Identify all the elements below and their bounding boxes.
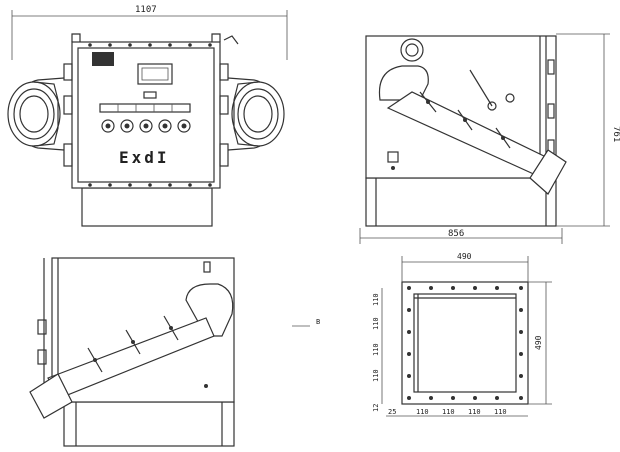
front-nameplate: [92, 52, 114, 66]
plan-outer-frame: [401, 281, 529, 405]
front-base-stand: [81, 187, 213, 227]
side-lever: [469, 69, 493, 107]
side-top-fitting: [400, 38, 424, 62]
front-exd-marking: ExdI: [119, 148, 170, 167]
view-marker-label: B: [316, 318, 320, 326]
front-view: 1107 ExdI: [7, 5, 288, 227]
plan-bottom-spacing-5: 110: [494, 408, 507, 416]
plan-bottom-spacing-4: 110: [468, 408, 481, 416]
side-height-label: 761: [611, 126, 620, 142]
plan-top-width-label: 490: [457, 252, 472, 261]
plan-left-spacing-1: 110: [372, 293, 380, 306]
front-enclosure: [71, 41, 221, 189]
front-edge-bolts: [88, 43, 212, 187]
view-marker: B: [292, 318, 320, 327]
plan-bolt-holes: [407, 286, 523, 400]
front-right-pipe: [227, 77, 285, 151]
side-view: 856 761: [359, 33, 620, 244]
rear-stand: [63, 401, 235, 447]
front-width-label: 1107: [135, 5, 157, 15]
plan-bottom-spacing-2: 110: [416, 408, 429, 416]
front-ex-badge: [143, 91, 157, 99]
side-width-label: 856: [448, 229, 464, 239]
plan-bottom-spacing-3: 110: [442, 408, 455, 416]
plan-left-spacing-2: 110: [372, 317, 380, 330]
plan-right-height-label: 490: [534, 335, 543, 350]
plan-left-spacing-3: 110: [372, 343, 380, 356]
front-display-window: [137, 63, 173, 85]
plan-inner-opening: [413, 293, 517, 393]
side-pipe: [378, 65, 567, 195]
rear-view: [29, 257, 235, 447]
front-knob-row: [101, 119, 191, 133]
side-stand: [365, 177, 557, 227]
plan-corner-label: 12: [372, 404, 380, 412]
plan-view: 490 490 110 110 110 110 12 25 110 110 11…: [372, 252, 552, 417]
plan-bottom-spacing-1: 25: [388, 408, 396, 416]
front-left-pipe: [7, 77, 65, 151]
rear-pipe: [29, 283, 234, 419]
plan-left-spacing-4: 110: [372, 369, 380, 382]
